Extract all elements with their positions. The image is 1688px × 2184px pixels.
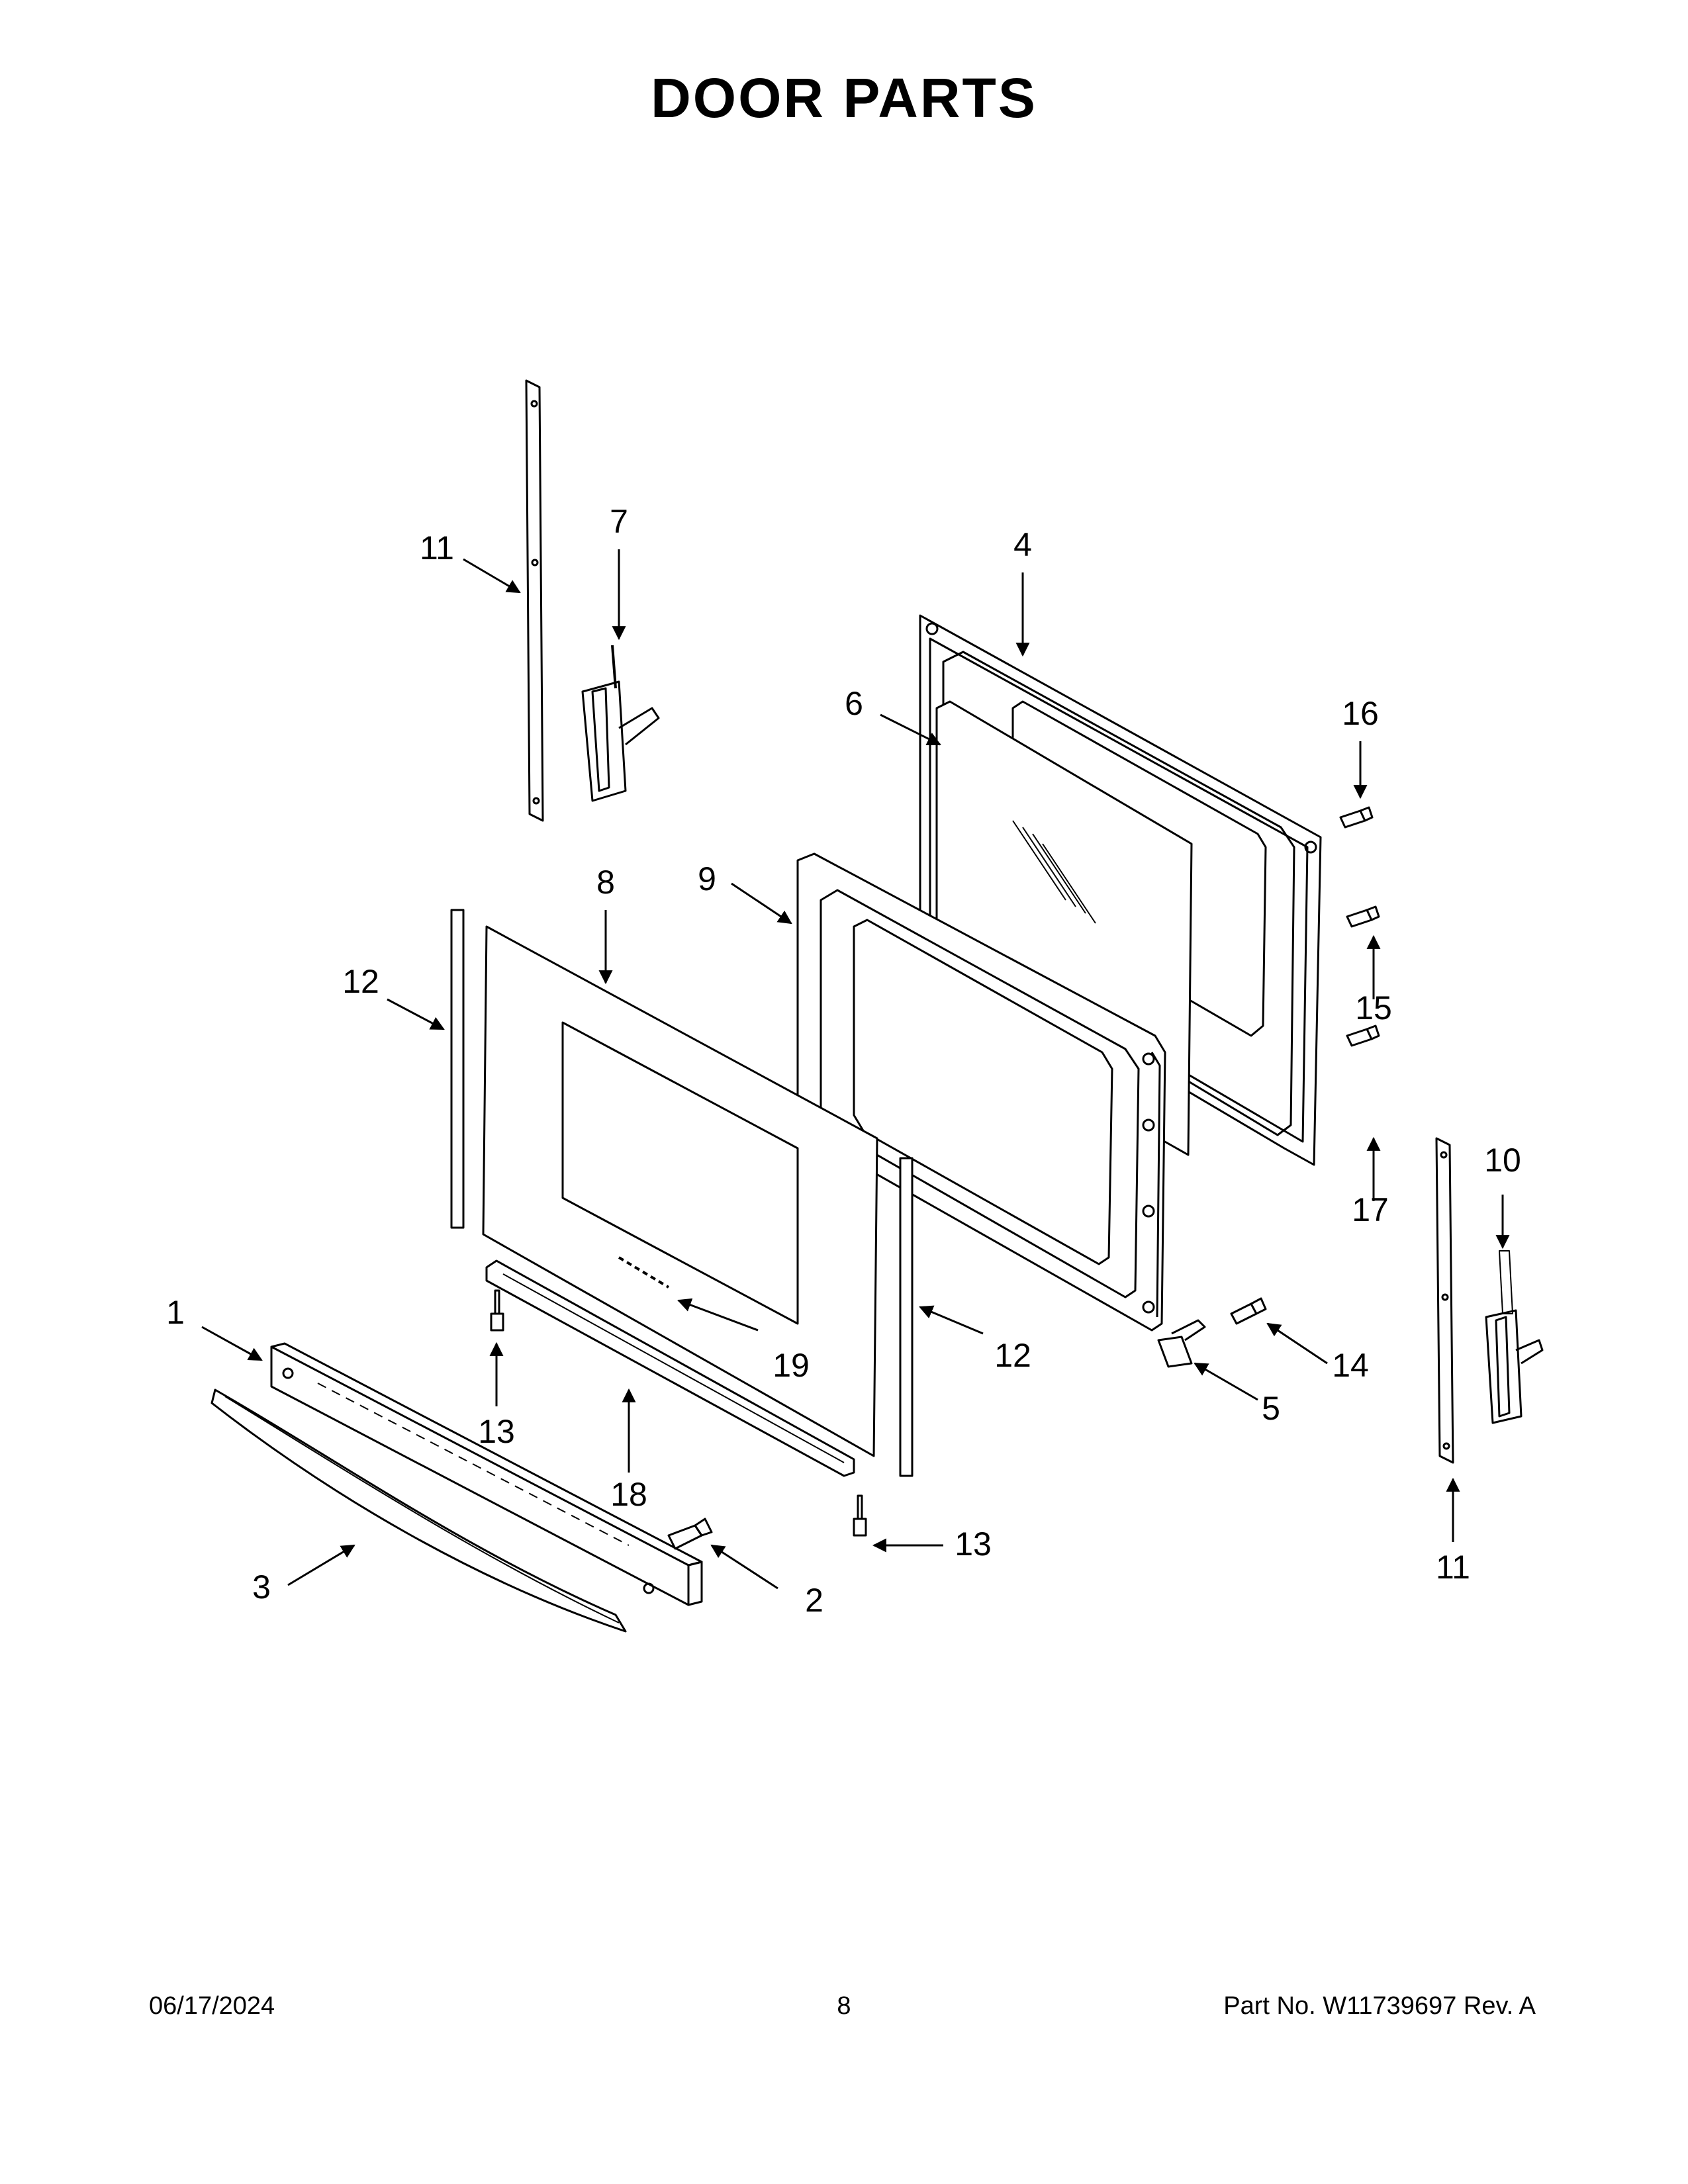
hinge-channel-part-11-left <box>525 379 544 822</box>
page-title: DOOR PARTS <box>651 67 1037 129</box>
callout-9: 9 <box>698 860 716 897</box>
hinge-part-10 <box>1485 1250 1544 1424</box>
screw-part-17 <box>1346 1024 1380 1047</box>
callout-3: 3 <box>252 1569 271 1606</box>
callout-1: 1 <box>166 1294 185 1331</box>
leader-arrows <box>201 549 1510 1590</box>
bottom-trim-part-18 <box>485 1259 855 1477</box>
callout-15: 15 <box>1355 989 1392 1026</box>
hinge-channel-part-11-right <box>1435 1137 1454 1464</box>
screw-part-16 <box>1339 806 1374 829</box>
callout-10: 10 <box>1484 1142 1521 1179</box>
callout-6: 6 <box>845 685 863 722</box>
callout-8: 8 <box>596 864 615 901</box>
callout-17: 17 <box>1352 1191 1389 1228</box>
callout-19: 19 <box>773 1347 810 1384</box>
outer-glass-part-8 <box>482 925 878 1457</box>
screw-part-13-right <box>853 1494 867 1537</box>
callout-12-left: 12 <box>342 963 379 1000</box>
callout-16: 16 <box>1342 695 1379 732</box>
callout-12-right: 12 <box>994 1337 1031 1374</box>
callout-11-bottom: 11 <box>1436 1549 1470 1586</box>
vent-panel-part-1 <box>270 1342 703 1606</box>
screw-part-2 <box>667 1518 713 1550</box>
hinge-part-7 <box>581 645 660 802</box>
footer-date: 06/17/2024 <box>149 1992 275 2020</box>
footer-part-number: Part No. W11739697 Rev. A <box>1223 1992 1536 2020</box>
callout-2: 2 <box>805 1582 823 1619</box>
callout-7: 7 <box>610 503 628 540</box>
callout-18: 18 <box>610 1476 647 1513</box>
screw-part-15 <box>1346 905 1380 928</box>
side-trim-part-12-left <box>450 909 465 1229</box>
callout-11-top: 11 <box>420 529 454 567</box>
screw-part-13-left <box>490 1289 504 1332</box>
screw-part-14 <box>1230 1297 1267 1325</box>
callout-5: 5 <box>1262 1390 1280 1427</box>
callout-4: 4 <box>1013 526 1032 563</box>
callout-13-left: 13 <box>478 1413 515 1450</box>
callout-14: 14 <box>1332 1347 1369 1384</box>
bracket-part-5 <box>1157 1319 1206 1368</box>
footer-page-number: 8 <box>837 1992 851 2020</box>
callout-13-right: 13 <box>955 1525 992 1563</box>
door-handle-part-3 <box>211 1388 627 1633</box>
side-trim-part-12-right <box>899 1157 914 1477</box>
